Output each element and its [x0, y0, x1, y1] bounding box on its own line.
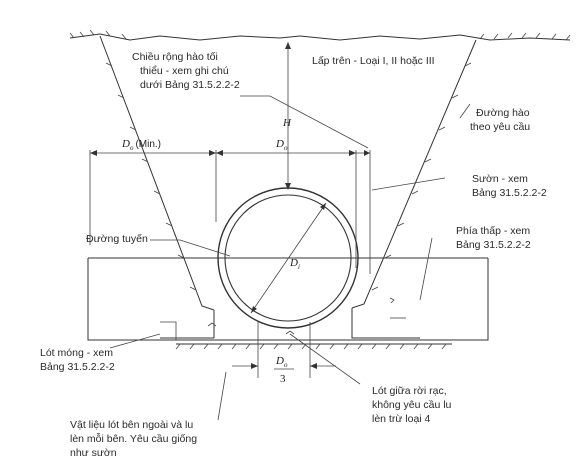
- haunch-label-2: Bảng 31.5.2.2-2: [472, 187, 547, 199]
- dimension-do: Do: [275, 138, 288, 152]
- outer-bedding-label-2: lèn mỗi bên. Yêu cầu giống: [70, 432, 197, 445]
- dimension-h: H: [282, 117, 292, 129]
- dimension-di: Di: [289, 257, 300, 271]
- haunch-label-1: Sườn - xem: [472, 173, 528, 185]
- lower-side-label-2: Bảng 31.5.2.2-2: [456, 239, 531, 251]
- min-width-label-3: dưới Bảng 31.5.2.2-2: [140, 79, 240, 91]
- min-width-label-1: Chiều rộng hào tối: [132, 51, 218, 63]
- loose-bedding-label-2: không yêu cầu lu: [372, 399, 452, 411]
- trench-label-2: theo yêu cầu: [470, 121, 530, 133]
- text-labels: Chiều rộng hào tối thiểu - xem ghi chú d…: [40, 51, 547, 459]
- loose-bedding-label-1: Lót giữa rời rạc,: [372, 385, 447, 397]
- bedding-label-1: Lót móng - xem: [40, 347, 113, 359]
- springline-label: Đường tuyến: [86, 233, 148, 245]
- backfill-label: Lấp trên - Loại I, II hoặc III: [312, 55, 435, 67]
- trench-label-1: Đường hào: [476, 107, 530, 119]
- dimension-denominator: 3: [280, 373, 286, 385]
- dimension-do-min: Do(Min.): [121, 138, 161, 152]
- bedding-zone: [87, 257, 489, 350]
- dimension-lines: [89, 42, 371, 378]
- bedding-label-2: Bảng 31.5.2.2-2: [40, 361, 115, 373]
- ground-surface: [69, 29, 571, 41]
- outer-bedding-label-1: Vật liệu lót bên ngoài và lu: [70, 419, 193, 431]
- lower-side-label-1: Phía thấp - xem: [456, 225, 530, 237]
- loose-bedding-label-3: lèn trừ loại 4: [372, 413, 431, 425]
- outer-bedding-label-3: như sườn: [70, 447, 117, 459]
- svg-text:Do: Do: [275, 355, 288, 369]
- min-width-label-2: thiểu - xem ghi chú: [140, 65, 229, 77]
- trench-walls: [99, 35, 477, 311]
- dimension-do-third: Do 3: [274, 355, 294, 385]
- leader-lines: [109, 95, 471, 421]
